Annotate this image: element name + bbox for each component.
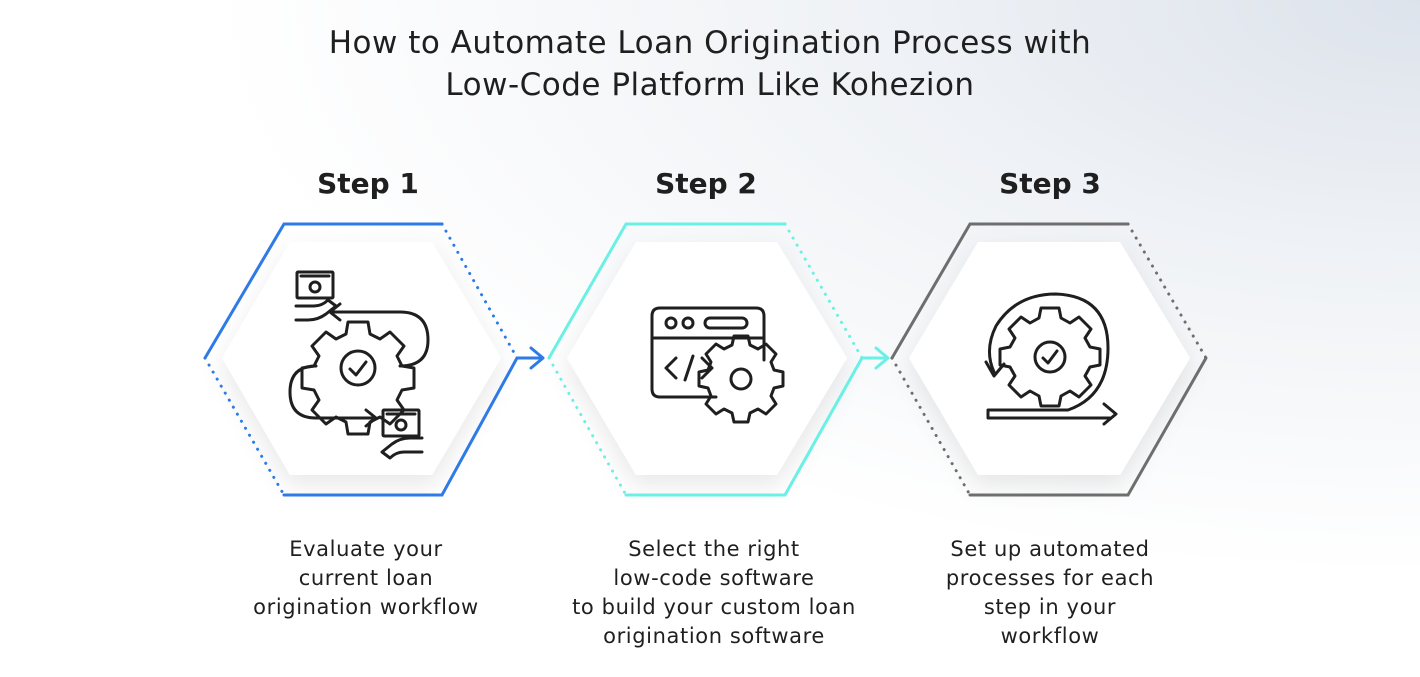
step-2-label: Step 2 (655, 167, 757, 200)
step-2-description: Select the right low-code software to bu… (544, 535, 884, 651)
step-3-desc-line: processes for each (945, 566, 1155, 590)
step-1-hex-outline (203, 222, 545, 497)
step-3-label: Step 3 (999, 167, 1101, 200)
money-gear-cycle-icon (288, 270, 430, 460)
step-2-hex-fill (567, 242, 847, 475)
step-3-desc-line: Set up automated (950, 537, 1150, 561)
step-2-desc-line: to build your custom loan (572, 595, 856, 619)
step-3-description: Set up automated processes for each step… (880, 535, 1220, 651)
step-3-hex-outline (890, 222, 1208, 497)
page-title: How to Automate Loan Origination Process… (0, 22, 1420, 106)
step-3-hex-fill (909, 242, 1190, 475)
step-2-desc-line: Select the right (628, 537, 800, 561)
step-1-hex-fill (222, 242, 501, 475)
code-window-gear-icon (650, 306, 785, 424)
step-1-desc-line: current loan (298, 566, 434, 590)
title-line-2: Low-Code Platform Like Kohezion (445, 67, 975, 103)
step-2-hex-outline (547, 222, 890, 497)
step-1-desc-line: origination workflow (253, 595, 479, 619)
step-3-desc-line: workflow (1000, 624, 1100, 648)
step-1-label: Step 1 (317, 167, 419, 200)
step-3-desc-line: step in your (983, 595, 1117, 619)
step-1-desc-line: Evaluate your (289, 537, 443, 561)
step-1-description: Evaluate your current loan origination w… (196, 535, 536, 622)
title-line-1: How to Automate Loan Origination Process… (328, 25, 1092, 61)
step-2-desc-line: low-code software (613, 566, 815, 590)
step-2-desc-line: origination software (603, 624, 825, 648)
automation-cycle-gear-icon (984, 292, 1118, 426)
